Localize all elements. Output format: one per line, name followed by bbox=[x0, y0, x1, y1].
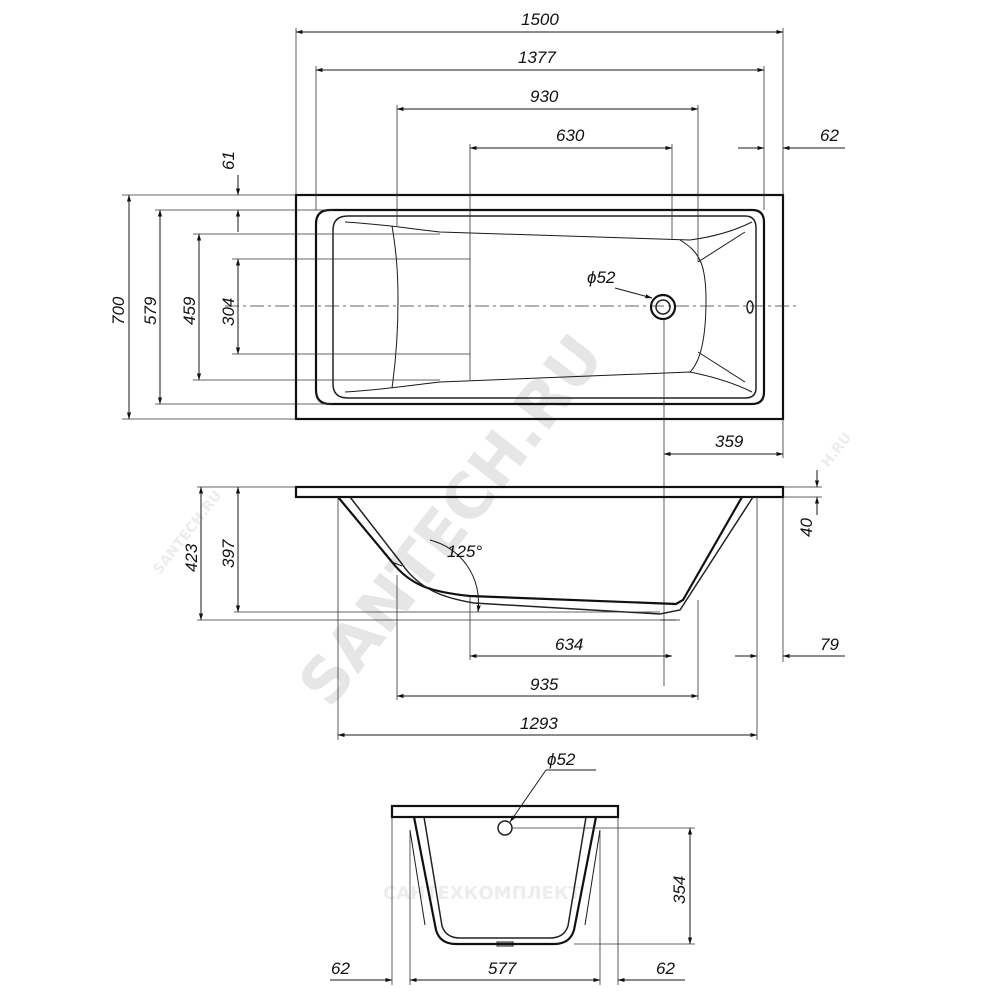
plan-backrest-upper bbox=[344, 221, 753, 241]
dim-foot-offset: 79 bbox=[820, 635, 839, 654]
end-shell-outer bbox=[412, 816, 598, 946]
plan-view: ϕ52 1500 1377 930 630 62 359 7 bbox=[109, 10, 845, 686]
plan-foot-curve bbox=[679, 239, 707, 373]
end-side-left bbox=[409, 829, 426, 926]
side-rim bbox=[294, 485, 785, 499]
dim-mid-width: 459 bbox=[180, 296, 199, 325]
dim-mid-length: 935 bbox=[530, 675, 559, 694]
dim-drain-offset: 359 bbox=[715, 432, 744, 451]
dim-rim-offset-top: 62 bbox=[820, 126, 839, 145]
end-view: ϕ52 354 577 62 62 bbox=[330, 750, 695, 985]
side-shell-outer bbox=[337, 496, 743, 606]
center-watermark: САНТЕХКОМПЛЕКТ bbox=[383, 883, 582, 904]
overflow-mark bbox=[746, 300, 754, 314]
diagonal-watermark: SANTECH.RU bbox=[284, 321, 617, 719]
dim-end-left-rim: 62 bbox=[331, 959, 350, 978]
end-shell-inner bbox=[423, 816, 587, 939]
side-shell-inner bbox=[349, 496, 754, 615]
dim-bottom-width: 304 bbox=[219, 298, 238, 326]
drain-diameter-label: ϕ52 bbox=[587, 268, 616, 287]
dim-rim-height: 40 bbox=[797, 518, 816, 537]
right-watermark: H.RU bbox=[819, 430, 856, 471]
plan-inner-edge bbox=[332, 215, 757, 399]
dim-inner-depth: 397 bbox=[219, 539, 238, 568]
plan-foot-line-top bbox=[697, 231, 746, 263]
drain-inner bbox=[655, 299, 671, 315]
overflow-hole bbox=[497, 820, 513, 836]
plan-backrest-lower bbox=[344, 371, 753, 393]
dim-end-depth: 354 bbox=[670, 876, 689, 904]
drain-leader bbox=[614, 287, 653, 299]
overflow-leader bbox=[509, 769, 547, 823]
dim-end-bottom-width: 577 bbox=[488, 959, 517, 978]
plan-foot-line-bottom bbox=[697, 351, 746, 383]
dim-rim-offset-side: 61 bbox=[219, 151, 238, 170]
dim-overall-width: 700 bbox=[109, 296, 128, 325]
plan-inner-basin bbox=[314, 208, 766, 406]
plan-headrest-left bbox=[391, 225, 399, 389]
end-foot bbox=[496, 941, 514, 947]
end-rim bbox=[390, 804, 620, 819]
angle-label: 125° bbox=[447, 542, 482, 561]
dim-end-right-rim: 62 bbox=[656, 959, 675, 978]
dim-overall-length: 1500 bbox=[521, 10, 559, 29]
dim-upper-width: 930 bbox=[530, 87, 559, 106]
dim-inner-length: 1377 bbox=[518, 48, 556, 67]
drain-outer bbox=[649, 293, 677, 321]
dim-inner-width: 579 bbox=[141, 296, 160, 325]
dim-flat-width: 630 bbox=[556, 126, 585, 145]
dim-overall-depth: 423 bbox=[182, 543, 201, 572]
plan-outer-rim bbox=[294, 193, 785, 421]
side-seam bbox=[391, 561, 403, 567]
dim-upper-length: 1293 bbox=[520, 714, 558, 733]
dim-bottom-length: 634 bbox=[555, 635, 583, 654]
side-view: 125° 423 397 40 634 935 1293 79 bbox=[182, 470, 845, 740]
angle-arc bbox=[429, 539, 481, 613]
overflow-diameter-label: ϕ52 bbox=[547, 750, 576, 769]
end-side-right bbox=[584, 829, 601, 926]
